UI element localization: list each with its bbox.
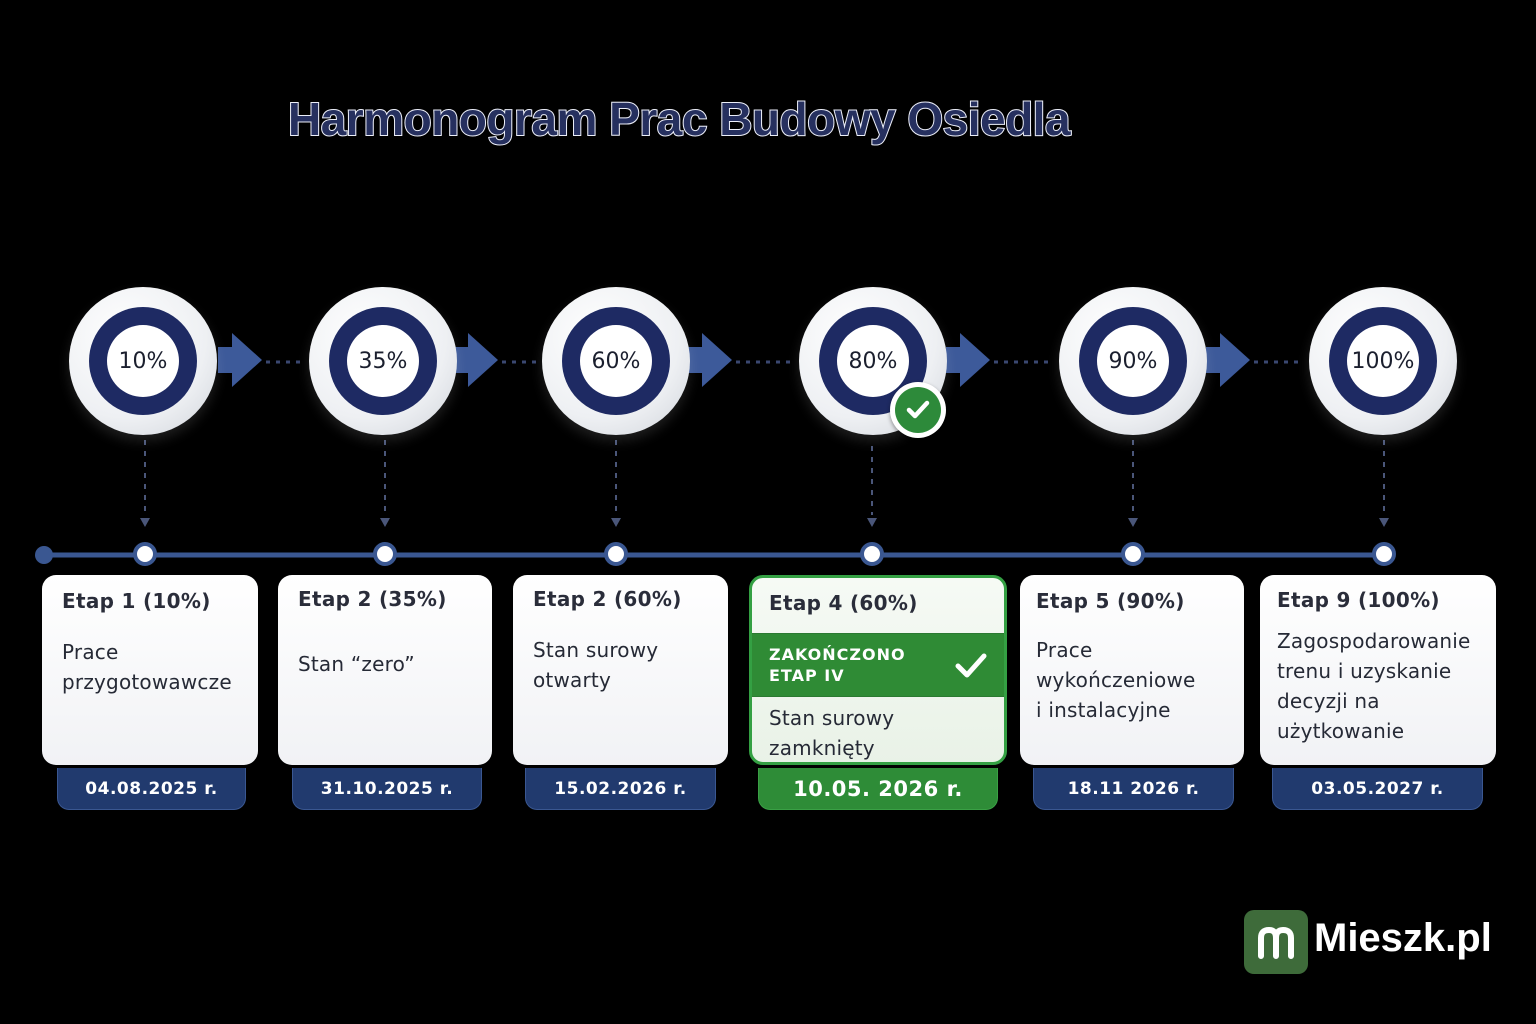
stage-6-date: 03.05.2027 r. (1272, 768, 1483, 810)
stage-2-description: Stan “zero” (298, 652, 415, 676)
stage-3-description: Stan surowy otwarty (533, 638, 659, 692)
stage-card-4: Etap 4 (60%) ZAKOŃCZONO ETAP IV Stan sur… (749, 575, 1007, 765)
stage-6-percent: 100% (1347, 325, 1419, 397)
stage-5-label: Etap 5 (90%) (1036, 589, 1185, 613)
stage-1-percent: 10% (107, 325, 179, 397)
stage-5-progress-circle: 90% (1059, 287, 1207, 435)
arrow-5 (1206, 333, 1250, 387)
timeline-marker-5 (1121, 542, 1145, 566)
brand-name: Mieszk.pl (1314, 916, 1492, 960)
checkmark-icon (955, 653, 987, 678)
page-title: Harmonogram Prac Budowy Osiedla (287, 92, 1072, 146)
timeline-marker-1 (133, 542, 157, 566)
stage-6-description: Zagospodarowanie trenu i uzyskanie decyz… (1277, 629, 1471, 743)
stage-1-description: Prace przygotowawcze (62, 640, 232, 694)
completed-banner: ZAKOŃCZONO ETAP IV (752, 633, 1004, 697)
stage-card-3: Etap 2 (60%) Stan surowy otwarty (513, 575, 728, 765)
timeline-marker-3 (604, 542, 628, 566)
timeline-marker-6 (1372, 542, 1396, 566)
stage-4-percent: 80% (837, 325, 909, 397)
arrow-2 (454, 333, 498, 387)
stage-2-date: 31.10.2025 r. (292, 768, 482, 810)
stage-card-5: Etap 5 (90%) Prace wykończeniowe i insta… (1020, 575, 1244, 765)
brand-logo-icon (1244, 910, 1308, 974)
stage-1-label: Etap 1 (10%) (62, 589, 211, 613)
stage-4-date: 10.05. 2026 r. (758, 768, 998, 810)
stage-3-date: 15.02.2026 r. (525, 768, 716, 810)
stage-5-percent: 90% (1097, 325, 1169, 397)
stage-2-percent: 35% (347, 325, 419, 397)
stage-5-date: 18.11 2026 r. (1033, 768, 1234, 810)
stage-card-1: Etap 1 (10%) Prace przygotowawcze (42, 575, 258, 765)
stage-3-percent: 60% (580, 325, 652, 397)
stage-1-progress-circle: 10% (69, 287, 217, 435)
timeline-marker-4 (860, 542, 884, 566)
logo-letter-m (1258, 926, 1294, 959)
completed-status-text: ZAKOŃCZONO ETAP IV (769, 645, 906, 685)
stage-6-label: Etap 9 (100%) (1277, 588, 1440, 612)
stage-3-progress-circle: 60% (542, 287, 690, 435)
timeline-start-dot (35, 546, 53, 564)
arrow-1 (218, 333, 262, 387)
stage-card-2: Etap 2 (35%) Stan “zero” (278, 575, 492, 765)
stage-4-description: Stan surowy zamknięty (769, 706, 895, 760)
stage-2-label: Etap 2 (35%) (298, 587, 447, 611)
stage-2-progress-circle: 35% (309, 287, 457, 435)
stage-5-description: Prace wykończeniowe i instalacyjne (1036, 638, 1196, 722)
arrow-3 (688, 333, 732, 387)
stage-4-label: Etap 4 (60%) (769, 591, 918, 615)
stage-card-6: Etap 9 (100%) Zagospodarowanie trenu i u… (1260, 575, 1496, 765)
completed-check-icon (890, 382, 946, 438)
arrow-4 (946, 333, 990, 387)
stage-1-date: 04.08.2025 r. (57, 768, 246, 810)
timeline-marker-2 (373, 542, 397, 566)
stage-3-label: Etap 2 (60%) (533, 587, 682, 611)
stage-6-progress-circle: 100% (1309, 287, 1457, 435)
